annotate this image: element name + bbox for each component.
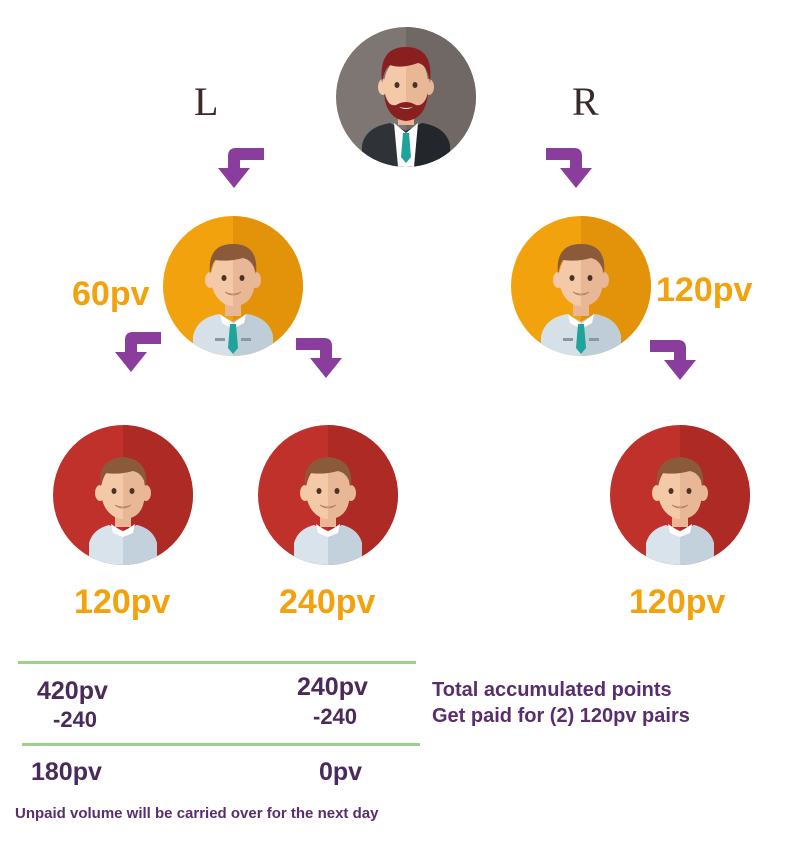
right-child-pv: 120pv (656, 271, 753, 309)
arrow-down-right-icon (292, 334, 348, 380)
right-child-avatar (511, 216, 651, 356)
right-leg-label: R (572, 79, 599, 124)
left-remaining-pv: 180pv (31, 758, 102, 786)
right-remaining-pv: 0pv (319, 758, 363, 786)
root-member-avatar (336, 27, 476, 167)
arrow-down-left-icon (109, 328, 165, 374)
arrow-down-left-icon (212, 144, 268, 190)
leaf-right-pv: 120pv (629, 583, 726, 621)
left-child-pv: 60pv (72, 275, 150, 313)
bottom-divider (22, 743, 420, 746)
leaf-left-left-pv: 120pv (74, 583, 171, 621)
left-deduction: -240 (53, 707, 98, 732)
leaf-left-right-pv: 240pv (279, 583, 376, 621)
left-child-avatar (163, 216, 303, 356)
note-paid-pairs: Get paid for (2) 120pv pairs (432, 705, 690, 727)
leaf-left-left-avatar (53, 425, 193, 565)
left-leg-label: L (194, 79, 219, 124)
leaf-right-avatar (610, 425, 750, 565)
note-total-accumulated: Total accumulated points (432, 679, 672, 701)
arrow-down-right-icon (542, 144, 598, 190)
carryover-note: Unpaid volume will be carried over for t… (15, 805, 379, 822)
top-divider (18, 661, 416, 664)
right-total-pv: 240pv (297, 673, 368, 701)
leaf-left-right-avatar (258, 425, 398, 565)
right-deduction: -240 (313, 704, 358, 729)
left-total-pv: 420pv (37, 677, 108, 705)
arrow-down-right-icon (646, 336, 702, 382)
